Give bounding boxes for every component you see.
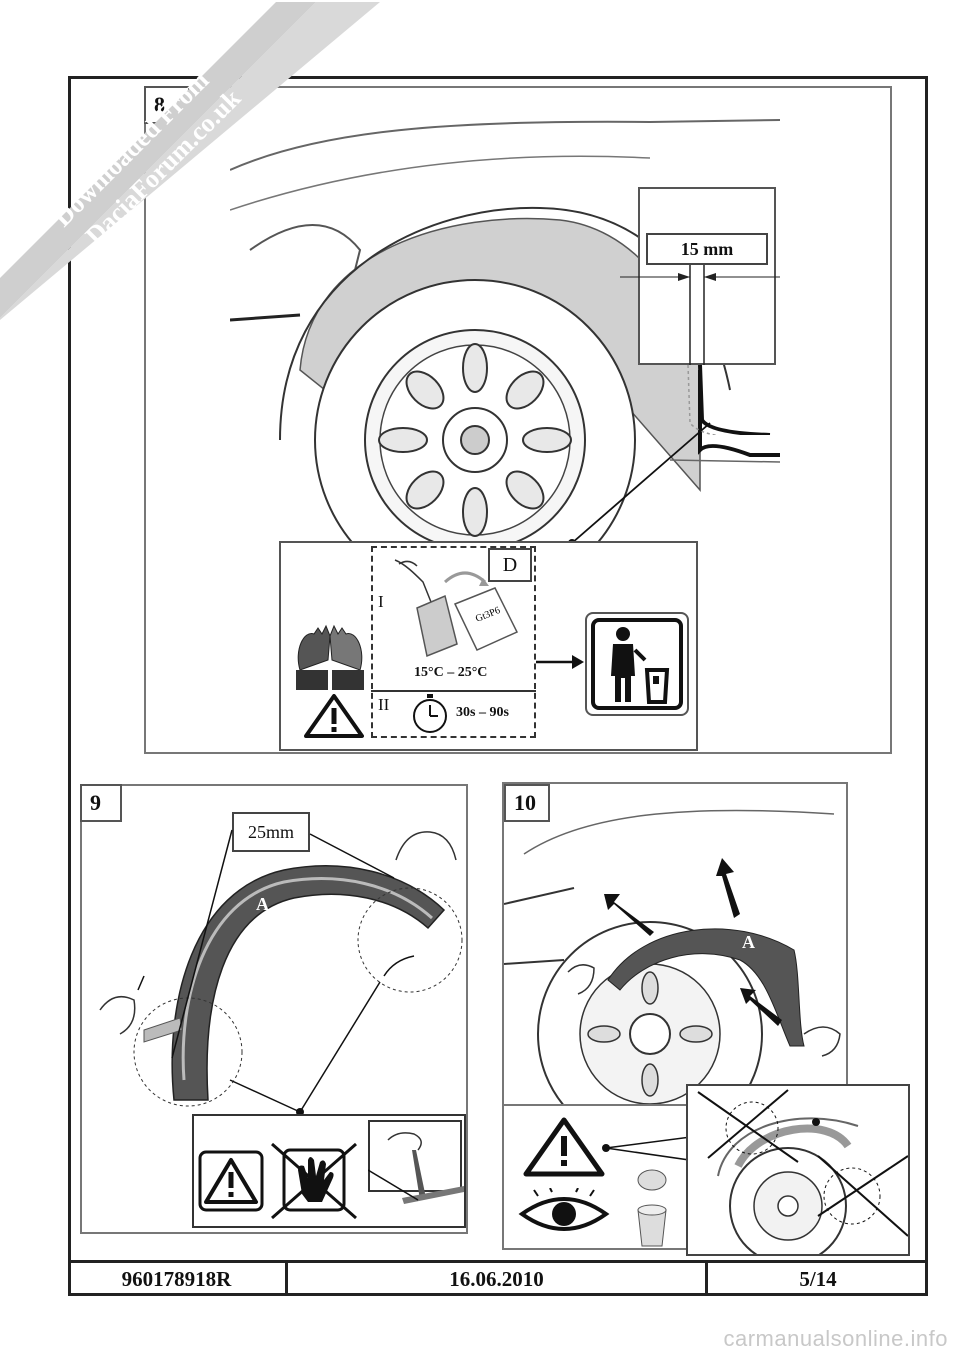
page-frame (68, 76, 928, 1296)
dimension-25mm-label: 25mm (232, 812, 310, 852)
dimension-15mm-text: 15 mm (680, 238, 734, 259)
step-9-leader-lines (229, 981, 381, 1116)
step-10-fitting-illustration: A (504, 809, 841, 1104)
time-range: 30s – 90s (456, 705, 509, 720)
part-letter-a-9: A (256, 894, 269, 914)
step-9-wheel-arch-trim: A (99, 829, 463, 1107)
roman-numeral-2: II (378, 695, 390, 714)
step-10-number: 10 (504, 784, 550, 822)
step-10-detail-inset (686, 1084, 910, 1256)
trash-bin-icon (591, 618, 683, 710)
adhesive-instruction-dashed-box (371, 546, 536, 738)
inset-letter-d: D (488, 548, 532, 582)
trash-bin-icon-frame (585, 612, 689, 716)
timer-icon (413, 694, 447, 733)
step-9-number-text: 9 (90, 790, 101, 815)
warning-icon (304, 694, 364, 738)
step-10-number-text: 10 (514, 790, 536, 815)
step-8-number-text: 8 (154, 92, 165, 117)
warning-icon-step-10 (523, 1117, 605, 1177)
adhesive-packet-illustration: Gt3P6 (394, 559, 519, 658)
footer-page: 5/14 (799, 1267, 837, 1291)
step-8-number: 8 (144, 86, 190, 124)
step-divider (371, 690, 536, 692)
dispose-arrow (536, 655, 584, 669)
clip-icon (368, 1132, 464, 1204)
footer-date: 16.06.2010 (288, 1263, 708, 1296)
part-letter-a-10: A (742, 932, 755, 952)
step-8-wheel-arch-illustration (230, 119, 780, 601)
no-hand-icon (271, 1142, 357, 1220)
step-8-leader-line (568, 422, 711, 547)
step-9-number: 9 (80, 784, 122, 822)
dimension-25mm-text: 25mm (247, 821, 294, 842)
dimension-15mm-label: 15 mm (646, 233, 768, 265)
site-watermark[interactable]: carmanualsonline.info (723, 1326, 948, 1351)
dimension-15mm-marker (620, 265, 780, 435)
warning-icon-step-9 (198, 1150, 264, 1212)
clip-fastener-icon (637, 1169, 667, 1247)
temperature-range: 15°C – 25°C (414, 665, 488, 680)
roman-numeral-1: I (378, 592, 384, 611)
gloves-icon (296, 624, 364, 690)
step-10-detail-illustration (697, 1089, 908, 1254)
document-footer: 960178918R 16.06.2010 5/14 (68, 1260, 928, 1296)
footer-part-number: 960178918R (68, 1263, 288, 1296)
inset-letter-d-text: D (502, 553, 518, 576)
eye-icon (518, 1188, 610, 1231)
